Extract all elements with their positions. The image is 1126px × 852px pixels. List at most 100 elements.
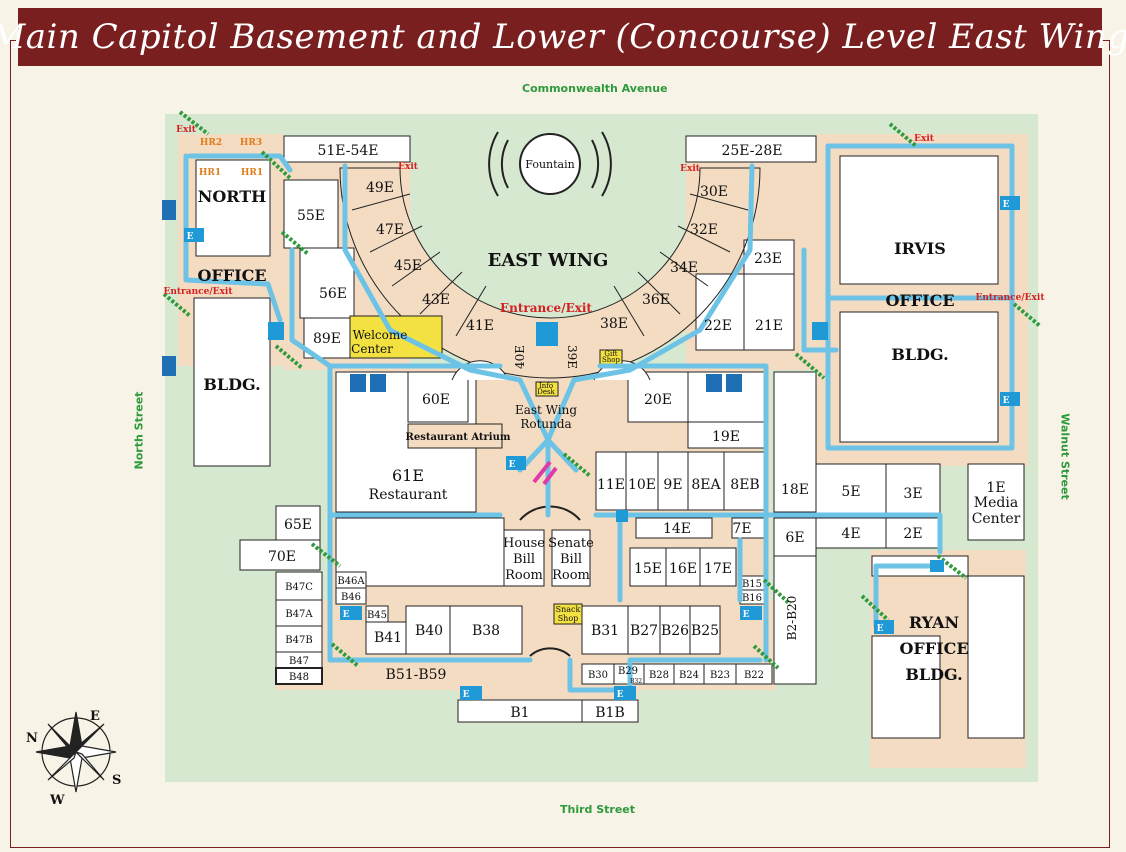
room-b27: [627, 605, 661, 655]
elevator-label-5: E: [343, 610, 350, 620]
room-51e-54e-label: 51E-54E: [317, 143, 378, 159]
restaurant-atrium: [407, 423, 503, 449]
room-b51-b59-label: B51-B59: [386, 667, 447, 683]
snack-shop: [553, 603, 583, 625]
room-b2-b20-label: B2-B20: [785, 596, 799, 641]
elevator-label-1: E: [187, 232, 194, 242]
room-b46a-label: B46A: [337, 576, 365, 587]
room-3e-label: 3E: [903, 486, 922, 502]
entrance-exit-top-label: Entrance/Exit: [500, 301, 592, 315]
elevator-label-2: E: [509, 460, 516, 470]
room-b1b-label: B1B: [595, 705, 624, 721]
arc-divider-1: [351, 193, 411, 211]
room-60e-label: 60E: [422, 392, 450, 408]
room-21e: [743, 273, 795, 351]
room-6e: [773, 517, 817, 557]
room-b48: [275, 667, 323, 685]
room-5e-label: 5E: [841, 484, 860, 500]
room-9e-label: 9E: [663, 477, 682, 493]
info-desk-label-1: Info: [539, 382, 553, 390]
room-30e-label: 30E: [700, 184, 728, 200]
entrance-exit-left-label: Entrance/Exit: [164, 287, 234, 297]
senate-bill-label-1: Senate: [548, 536, 594, 551]
room-b30-label: B30: [588, 670, 608, 681]
room-14e: [635, 517, 713, 539]
north-office-label-1: NORTH: [198, 187, 267, 206]
room-10e-label: 10E: [628, 477, 656, 493]
exit-label-east-wing: Exit: [680, 164, 701, 174]
room-20e: [627, 371, 689, 423]
room-47e-label: 47E: [376, 222, 404, 238]
irvis-office-top-block: [839, 155, 999, 285]
fountain-icon: [488, 131, 612, 197]
street-commonwealth-avenue: Commonwealth Avenue: [522, 82, 668, 95]
room-25e-28e: [685, 135, 817, 163]
room-b28-label: B28: [649, 670, 669, 681]
room-55e-label: 55E: [297, 208, 325, 224]
room-55e: [283, 179, 339, 249]
title-bar: Main Capitol Basement and Lower (Concour…: [0, 8, 1126, 66]
room-b46-label: B46: [341, 592, 361, 603]
room-b15-label: B15: [742, 579, 762, 590]
elevator-label-3: E: [1003, 200, 1010, 210]
restaurant-label-1: 61E: [392, 466, 424, 485]
room-b23-label: B23: [710, 670, 730, 681]
room-16e-label: 16E: [669, 561, 697, 577]
room-89e-label: 89E: [313, 331, 341, 347]
room-70e-label: 70E: [268, 549, 296, 565]
house-bill-label-2: Bill: [513, 552, 535, 567]
room-16e: [665, 547, 701, 587]
compass-n-label: N: [26, 731, 38, 746]
room-60e: [407, 371, 469, 423]
room-b41-label: B41: [374, 630, 402, 646]
room-56e: [299, 247, 355, 319]
hr2-label: HR2: [200, 138, 222, 148]
room-b47c: [275, 571, 323, 601]
fountain-label: Fountain: [525, 158, 574, 171]
room-b47a-label: B47A: [285, 609, 313, 620]
arc-divider-2: [369, 225, 423, 253]
street-third-street: Third Street: [560, 803, 636, 816]
room-65e: [275, 505, 321, 541]
room-32e-label: 32E: [690, 222, 718, 238]
room-b1-label: B1: [510, 705, 529, 721]
room-b1b: [581, 699, 639, 723]
room-b47b-label: B47B: [285, 635, 312, 646]
room-15e: [629, 547, 667, 587]
room-23e-label: 23E: [754, 251, 782, 267]
room-b47-label: B47: [289, 656, 309, 667]
irvis-office-label-1: IRVIS: [894, 239, 946, 258]
senate-bill-label-2: Bill: [560, 552, 582, 567]
arc-divider-4: [419, 271, 463, 315]
irvis-office-label-2: OFFICE: [885, 291, 954, 310]
elevator-label-7: E: [463, 690, 470, 700]
room-b2-b20: [773, 555, 817, 685]
room-39e-label: 39E: [565, 345, 579, 369]
room-51e-54e: [283, 135, 411, 163]
info-desk: [535, 381, 559, 397]
elevator-label-6: E: [743, 610, 750, 620]
room-22e-label: 22E: [704, 318, 732, 334]
room-21e-label: 21E: [755, 318, 783, 334]
room-1e-media-center: [967, 463, 1025, 541]
east-wing-arc-floor: [340, 168, 760, 378]
room-8ea: [687, 451, 725, 511]
room-4e-label: 4E: [841, 526, 860, 542]
media-center-label-2: Media: [974, 495, 1018, 511]
house-bill-label-1: House: [503, 536, 545, 551]
room-b47b: [275, 625, 323, 653]
arc-divider-8: [659, 251, 709, 287]
room-36e-label: 36E: [642, 292, 670, 308]
room-b46: [335, 587, 367, 605]
stairs-markers: [162, 110, 1042, 670]
north-office-top-block: [195, 159, 271, 257]
room-b24-label: B24: [679, 670, 699, 681]
room-house-bill: [503, 529, 545, 587]
welcome-center-label-2: Center: [351, 342, 393, 356]
room-6e-label: 6E: [785, 530, 804, 546]
room-b31-label: B31: [591, 623, 619, 639]
exit-label-nw: Exit: [176, 125, 197, 135]
gift-shop-label-2: Shop: [602, 356, 621, 364]
room-19e-label: 19E: [712, 429, 740, 445]
